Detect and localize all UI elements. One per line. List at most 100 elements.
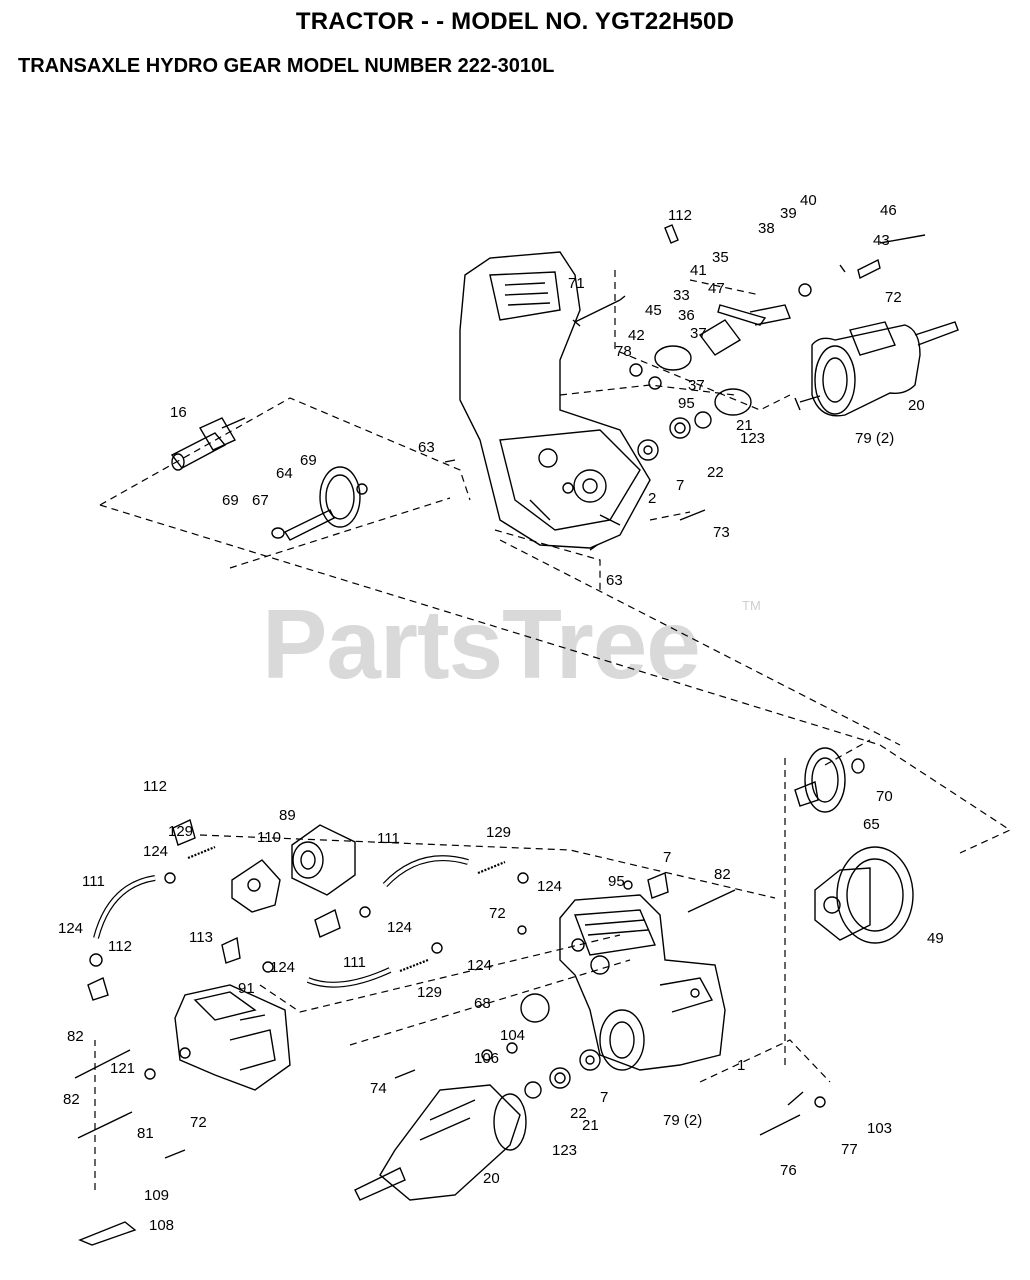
watermark-logo: PartsTree: [262, 589, 701, 699]
callout-label: 2: [648, 490, 656, 507]
callout-label: 39: [780, 205, 797, 222]
upper-housing: [459, 251, 651, 549]
callout-label: 67: [252, 492, 269, 509]
callout-label: 71: [568, 275, 585, 292]
callout-label: 20: [483, 1170, 500, 1187]
callout-label: 49: [927, 930, 944, 947]
callout-label: 82: [63, 1091, 80, 1108]
page-subtitle: TRANSAXLE HYDRO GEAR MODEL NUMBER 222-30…: [18, 55, 555, 77]
callout-label: 79 (2): [663, 1112, 702, 1129]
callout-label: 104: [500, 1027, 525, 1044]
callout-label: 82: [714, 866, 731, 883]
callout-label: 89: [279, 807, 296, 824]
callout-label: 129: [486, 824, 511, 841]
callout-label: 22: [570, 1105, 587, 1122]
hoses-111: [93, 855, 469, 988]
callout-label: 112: [668, 207, 692, 224]
callout-label: 16: [170, 404, 187, 421]
callout-label: 124: [143, 843, 168, 860]
callout-label: 124: [467, 957, 492, 974]
callout-label: 123: [552, 1142, 577, 1159]
diagram-artwork: [74, 224, 1012, 1246]
callout-label: 22: [707, 464, 724, 481]
callout-label: 42: [628, 327, 645, 344]
watermark-tm: TM: [742, 598, 761, 613]
callout-label: 82: [67, 1028, 84, 1045]
input-shaft-16: [170, 417, 246, 471]
callout-label: 7: [663, 849, 671, 866]
callout-label: 108: [149, 1217, 174, 1234]
callout-label: 72: [489, 905, 506, 922]
callout-label: 43: [873, 232, 890, 249]
callout-label: 41: [690, 262, 707, 279]
callout-label: 72: [885, 289, 902, 306]
callout-label: 111: [343, 954, 366, 971]
callout-label: 73: [713, 524, 730, 541]
callout-label: 112: [143, 778, 167, 795]
callout-label: 70: [876, 788, 893, 805]
callout-label: 36: [678, 307, 695, 324]
oil-filter-89: [291, 824, 356, 896]
callout-label: 110: [257, 829, 281, 846]
callout-label: 64: [276, 465, 293, 482]
differential-49: [814, 846, 914, 944]
callout-label: 113: [189, 929, 213, 946]
callout-label: 124: [537, 878, 562, 895]
callout-label: 95: [678, 395, 695, 412]
callout-label: 1: [737, 1057, 745, 1074]
callout-label: 40: [800, 192, 817, 209]
callout-label: 77: [841, 1141, 858, 1158]
callout-label: 78: [615, 343, 632, 360]
lower-washers: [144, 993, 826, 1108]
callout-label: 111: [82, 873, 105, 890]
callout-label: 81: [137, 1125, 154, 1142]
springs-129: [187, 845, 506, 973]
callout-label: 68: [474, 995, 491, 1012]
callout-label: 45: [645, 302, 662, 319]
axle-assembly-upper: [794, 321, 959, 417]
gear-64-shaft-67: [271, 466, 368, 541]
callout-label: 65: [863, 816, 880, 833]
callout-label: 106: [474, 1050, 499, 1067]
callout-label: 63: [418, 439, 435, 456]
callout-label: 7: [676, 477, 684, 494]
callout-label: 21: [582, 1117, 599, 1134]
callout-label: 121: [110, 1060, 135, 1077]
callout-label: 91: [238, 980, 255, 997]
callout-label: 95: [608, 873, 625, 890]
plate-110: [231, 859, 281, 913]
callout-label: 129: [168, 823, 193, 840]
callout-label: 21: [736, 417, 753, 434]
upper-bolts: [444, 224, 926, 551]
callout-label: 37: [690, 325, 707, 342]
control-arm-upper: [698, 304, 791, 356]
callout-label: 76: [780, 1162, 797, 1179]
callout-label: 38: [758, 220, 775, 237]
callout-label: 46: [880, 202, 897, 219]
axle-assembly-lower: [354, 1084, 527, 1201]
nuts-124: [89, 872, 529, 973]
lower-bolts: [74, 889, 804, 1246]
callout-label: 109: [144, 1187, 169, 1204]
callout-label: 33: [673, 287, 690, 304]
upper-washers: [629, 258, 881, 461]
callout-label: 112: [108, 938, 132, 955]
callout-label: 69: [300, 452, 317, 469]
callout-label: 124: [387, 919, 412, 936]
callout-label: 123: [740, 430, 765, 447]
callout-label: 72: [190, 1114, 207, 1131]
callout-label: 129: [417, 984, 442, 1001]
page-title: TRACTOR - - MODEL NO. YGT22H50D: [295, 8, 735, 35]
lower-housing: [559, 894, 726, 1071]
callout-label: 63: [606, 572, 623, 589]
callout-label: 103: [867, 1120, 892, 1137]
callout-label: 124: [270, 959, 295, 976]
callout-label: 69: [222, 492, 239, 509]
callout-label: 79 (2): [855, 430, 894, 447]
callout-label: 7: [600, 1089, 608, 1106]
callout-label: 20: [908, 397, 925, 414]
fittings: [87, 819, 669, 1001]
callout-label: 47: [708, 280, 725, 297]
